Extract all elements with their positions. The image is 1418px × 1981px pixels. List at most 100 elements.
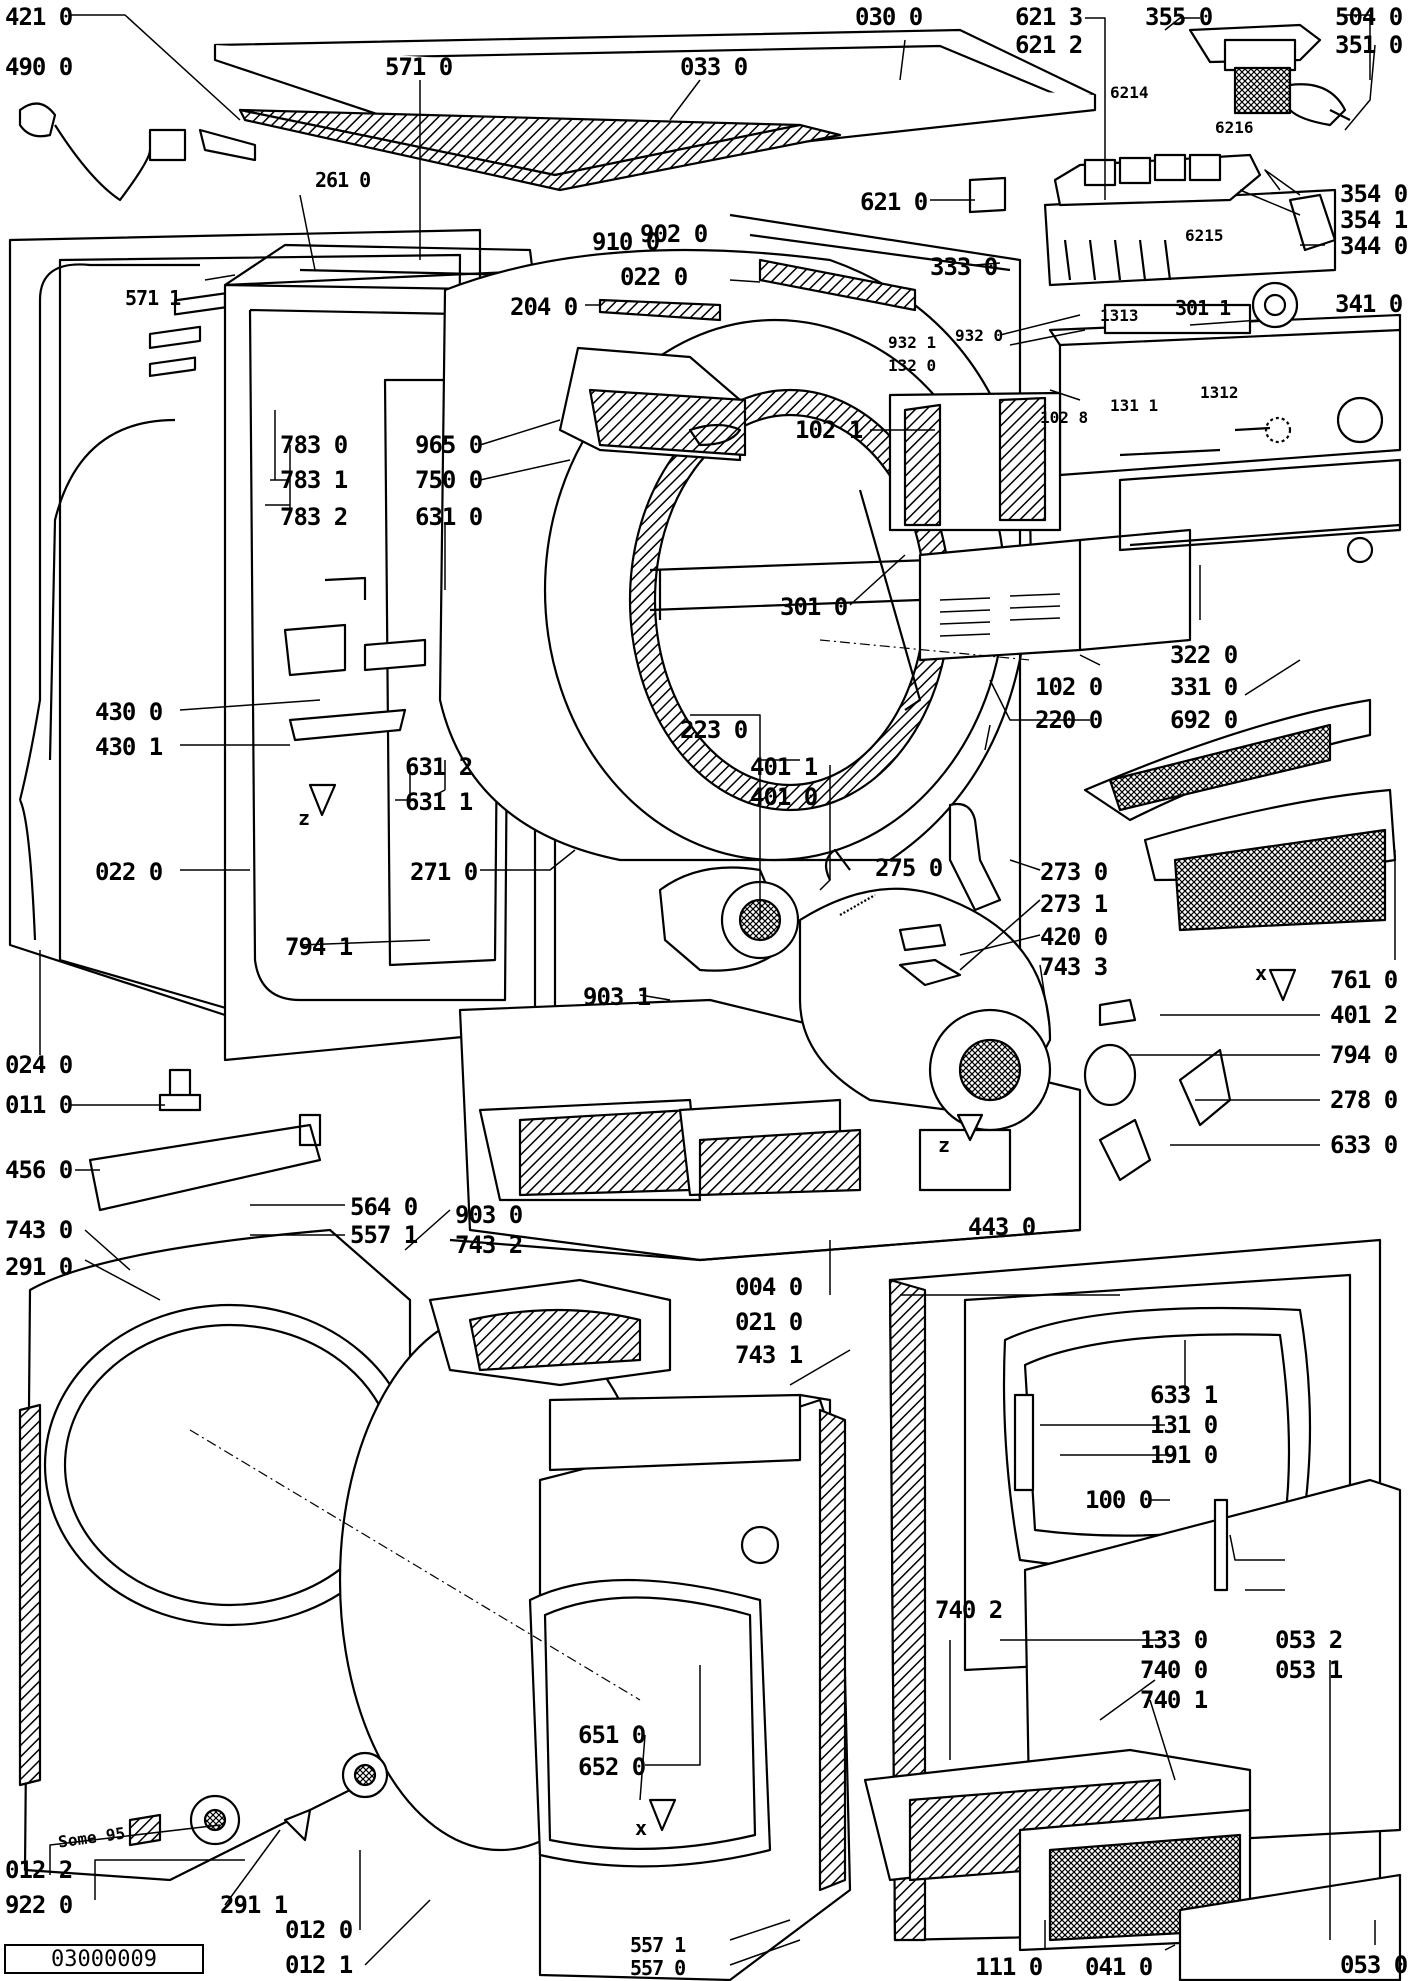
label-6214: 6214 bbox=[1110, 83, 1149, 102]
label-012-2: 012 2 bbox=[5, 1856, 73, 1884]
label-102-8: 102 8 bbox=[1040, 408, 1089, 427]
label-783-2: 783 2 bbox=[280, 503, 348, 531]
label-341-0: 341 0 bbox=[1335, 290, 1403, 318]
label-291-1: 291 1 bbox=[220, 1891, 288, 1919]
label-743-3: 743 3 bbox=[1040, 953, 1108, 981]
label-102-0: 102 0 bbox=[1035, 673, 1103, 701]
label-740-2: 740 2 bbox=[935, 1596, 1003, 1624]
label-100-0: 100 0 bbox=[1085, 1486, 1153, 1514]
label-011-0: 011 0 bbox=[5, 1091, 73, 1119]
label-903-1: 903 1 bbox=[583, 983, 651, 1011]
label-053-2: 053 2 bbox=[1275, 1626, 1343, 1654]
label-261-0: 261 0 bbox=[315, 168, 371, 192]
label-223-0: 223 0 bbox=[680, 716, 748, 744]
label-557-1-bottom: 557 1 bbox=[630, 1933, 686, 1957]
label-504-0: 504 0 bbox=[1335, 3, 1403, 31]
label-030-0: 030 0 bbox=[855, 3, 923, 31]
label-273-0: 273 0 bbox=[1040, 858, 1108, 886]
knob-341 bbox=[1251, 281, 1299, 329]
label-932-1: 932 1 bbox=[888, 333, 937, 352]
label-903-0: 903 0 bbox=[455, 1201, 523, 1229]
label-204-0: 204 0 bbox=[510, 293, 578, 321]
label-1313: 1313 bbox=[1100, 306, 1139, 325]
label-053-1: 053 1 bbox=[1275, 1656, 1343, 1684]
label-621-3: 621 3 bbox=[1015, 3, 1083, 31]
label-621-0: 621 0 bbox=[860, 188, 928, 216]
label-z-left: z bbox=[298, 806, 310, 830]
label-301-0: 301 0 bbox=[780, 593, 848, 621]
label-053-0: 053 0 bbox=[1340, 1951, 1408, 1979]
label-401-1: 401 1 bbox=[750, 753, 818, 781]
label-012-1: 012 1 bbox=[285, 1951, 353, 1979]
label-794-0: 794 0 bbox=[1330, 1041, 1398, 1069]
label-783-1: 783 1 bbox=[280, 466, 348, 494]
label-633-0: 633 0 bbox=[1330, 1131, 1398, 1159]
label-631-0: 631 0 bbox=[415, 503, 483, 531]
label-033-0: 033 0 bbox=[680, 53, 748, 81]
document-reference-number: 03000009 bbox=[4, 1944, 204, 1974]
label-490-0: 490 0 bbox=[5, 53, 73, 81]
label-021-0: 021 0 bbox=[735, 1308, 803, 1336]
label-651-0: 651 0 bbox=[578, 1721, 646, 1749]
label-278-0: 278 0 bbox=[1330, 1086, 1398, 1114]
label-291-0: 291 0 bbox=[5, 1253, 73, 1281]
label-564-0: 564 0 bbox=[350, 1193, 418, 1221]
label-430-0: 430 0 bbox=[95, 698, 163, 726]
label-557-1-top: 557 1 bbox=[350, 1221, 418, 1249]
label-621-2: 621 2 bbox=[1015, 31, 1083, 59]
label-275-0: 275 0 bbox=[875, 854, 943, 882]
label-743-1: 743 1 bbox=[735, 1341, 803, 1369]
label-421-0: 421 0 bbox=[5, 3, 73, 31]
filter-761 bbox=[1173, 828, 1387, 932]
label-652-0: 652 0 bbox=[578, 1753, 646, 1781]
label-111-0: 111 0 bbox=[975, 1953, 1043, 1981]
label-351-0: 351 0 bbox=[1335, 31, 1403, 59]
label-354-1: 354 1 bbox=[1340, 206, 1408, 234]
label-131-1: 131 1 bbox=[1110, 396, 1159, 415]
label-401-0: 401 0 bbox=[750, 783, 818, 811]
label-191-0: 191 0 bbox=[1150, 1441, 1218, 1469]
label-132-0: 132 0 bbox=[888, 356, 937, 375]
label-743-2: 743 2 bbox=[455, 1231, 523, 1259]
label-631-2: 631 2 bbox=[405, 753, 473, 781]
label-910-0: 910 0 bbox=[592, 228, 660, 256]
label-273-1: 273 1 bbox=[1040, 890, 1108, 918]
label-220-0: 220 0 bbox=[1035, 706, 1103, 734]
label-794-1: 794 1 bbox=[285, 933, 353, 961]
label-932-0: 932 0 bbox=[955, 326, 1004, 345]
label-557-0: 557 0 bbox=[630, 1956, 686, 1980]
label-131-0: 131 0 bbox=[1150, 1411, 1218, 1439]
label-271-0: 271 0 bbox=[410, 858, 478, 886]
label-333-0: 333 0 bbox=[930, 253, 998, 281]
label-012-0: 012 0 bbox=[285, 1916, 353, 1944]
label-024-0: 024 0 bbox=[5, 1051, 73, 1079]
label-041-0: 041 0 bbox=[1085, 1953, 1153, 1981]
label-571-1: 571 1 bbox=[125, 286, 181, 310]
label-102-1: 102 1 bbox=[795, 416, 863, 444]
label-344-0: 344 0 bbox=[1340, 232, 1408, 260]
label-743-0: 743 0 bbox=[5, 1216, 73, 1244]
label-420-0: 420 0 bbox=[1040, 923, 1108, 951]
label-x-lower: x bbox=[635, 1816, 647, 1840]
label-740-0: 740 0 bbox=[1140, 1656, 1208, 1684]
label-x-right: x bbox=[1255, 961, 1267, 985]
label-004-0: 004 0 bbox=[735, 1273, 803, 1301]
label-692-0: 692 0 bbox=[1170, 706, 1238, 734]
label-331-0: 331 0 bbox=[1170, 673, 1238, 701]
label-633-1: 633 1 bbox=[1150, 1381, 1218, 1409]
label-322-0: 322 0 bbox=[1170, 641, 1238, 669]
label-401-2: 401 2 bbox=[1330, 1001, 1398, 1029]
label-430-1: 430 1 bbox=[95, 733, 163, 761]
label-6215: 6215 bbox=[1185, 226, 1224, 245]
label-6216: 6216 bbox=[1215, 118, 1254, 137]
label-354-0: 354 0 bbox=[1340, 180, 1408, 208]
label-1312: 1312 bbox=[1200, 383, 1239, 402]
label-022-0-top: 022 0 bbox=[620, 263, 688, 291]
label-301-1: 301 1 bbox=[1175, 296, 1231, 320]
label-z-center: z bbox=[938, 1133, 950, 1157]
label-922-0: 922 0 bbox=[5, 1891, 73, 1919]
label-022-0-left: 022 0 bbox=[95, 858, 163, 886]
label-571-0: 571 0 bbox=[385, 53, 453, 81]
